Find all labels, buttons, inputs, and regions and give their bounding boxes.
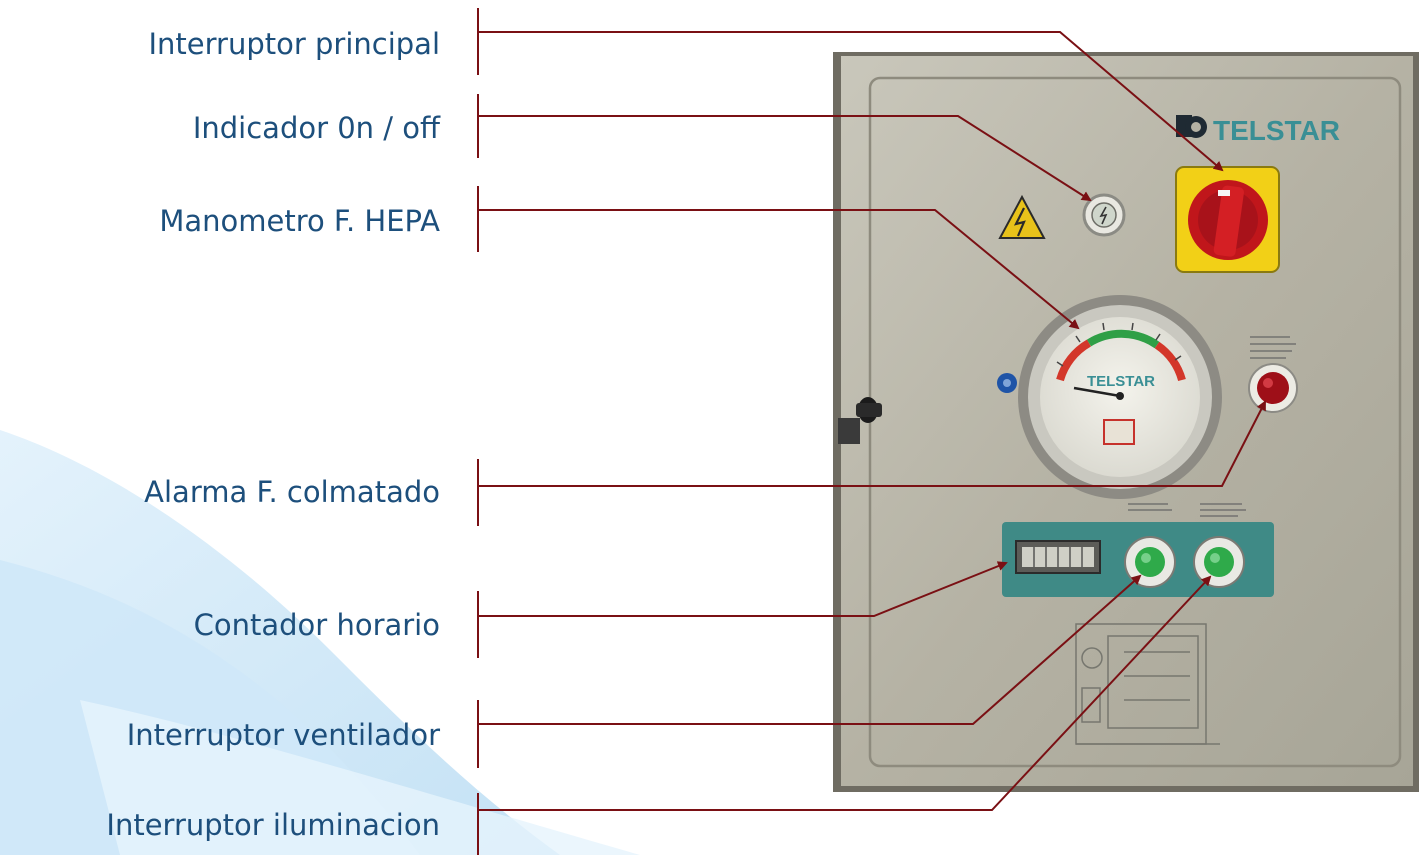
wiring-diagram-sticker: [1075, 623, 1220, 745]
hour-counter: [1015, 540, 1101, 574]
label-light-switch: Interruptor iluminacion: [106, 808, 440, 842]
filter-alarm-light: [1248, 336, 1298, 413]
leader-manometer: [478, 209, 1080, 330]
leader-hour-counter: [478, 561, 1008, 617]
brand-logo-text: TELSTAR: [1213, 115, 1340, 146]
label-indicator: Indicador 0n / off: [192, 111, 440, 145]
leader-indicator: [478, 115, 1092, 202]
label-manometer: Manometro F. HEPA: [159, 204, 440, 238]
warning-triangle-icon: [998, 194, 1046, 239]
key-lock-icon: [838, 397, 882, 444]
main-rotary-switch: [1175, 166, 1280, 273]
gauge-brand-text: TELSTAR: [1087, 373, 1155, 390]
leader-main-switch: [478, 31, 1224, 172]
light-switch-button: [1193, 536, 1245, 588]
blue-knob: [997, 373, 1017, 393]
on-off-indicator: [1082, 193, 1126, 237]
label-hour-counter: Contador horario: [193, 608, 440, 642]
label-fan-switch: Interruptor ventilador: [126, 718, 440, 752]
label-main-switch: Interruptor principal: [148, 27, 440, 61]
leader-fan-switch: [478, 574, 1142, 725]
hepa-manometer-gauge: TELSTAR: [1018, 295, 1222, 499]
brand-logo: TELSTAR: [1176, 115, 1340, 146]
leader-alarm: [478, 400, 1266, 487]
fan-switch-button: [1124, 536, 1176, 588]
label-alarm: Alarma F. colmatado: [144, 475, 440, 509]
leader-light-switch: [478, 575, 1212, 811]
